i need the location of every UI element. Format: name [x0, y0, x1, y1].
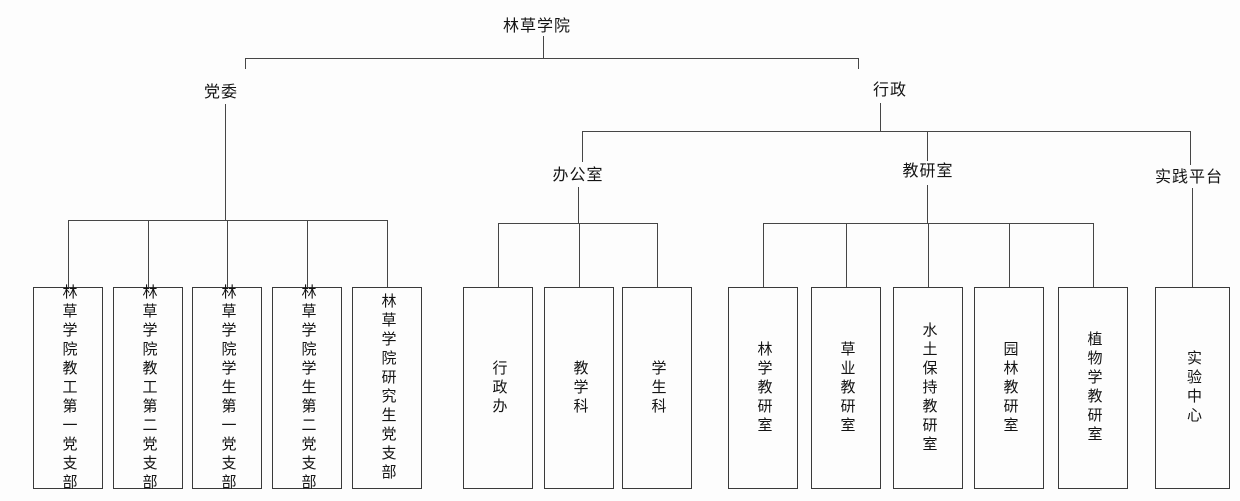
- box-party-branch-1: 林草学院教工第一党支部: [33, 284, 103, 493]
- box-party-branch-5: 林草学院研究生党支部: [352, 287, 422, 489]
- connector-root-bracket-right-tick: [858, 58, 859, 69]
- box-office-1: 行政办: [463, 287, 533, 489]
- connector-party-drop-5: [387, 220, 388, 287]
- box-label: 植物学教研室: [1085, 331, 1102, 445]
- connector-party-drop-4: [307, 220, 308, 287]
- box-label: 林草学院学生第二党支部: [299, 283, 316, 493]
- box-label: 林草学院学生第一党支部: [219, 283, 236, 493]
- box-label: 林草学院教工第二党支部: [140, 283, 157, 493]
- connector-office-tick: [582, 131, 583, 162]
- box-label: 水土保持教研室: [920, 321, 937, 455]
- connector-teaching-stem: [927, 185, 928, 223]
- box-label: 林草学院教工第一党支部: [60, 283, 77, 493]
- box-label: 实验中心: [1185, 350, 1201, 426]
- connector-office-bracket: [498, 223, 657, 224]
- box-party-branch-4: 林草学院学生第二党支部: [272, 284, 342, 493]
- connector-root-stem: [543, 36, 544, 58]
- box-label: 草业教研室: [838, 340, 855, 436]
- connector-teaching-drop-1: [763, 223, 764, 287]
- connector-teaching-drop-4: [1009, 223, 1010, 287]
- connector-office-drop-2: [579, 223, 580, 287]
- node-teaching-research: 教研室: [902, 163, 954, 180]
- box-practice-1: 实验中心: [1155, 287, 1230, 489]
- connector-office-drop-1: [498, 223, 499, 287]
- connector-teaching-drop-2: [846, 223, 847, 287]
- connector-party-drop-1: [68, 220, 69, 287]
- connector-office-drop-3: [657, 223, 658, 287]
- box-label: 林草学院研究生党支部: [379, 293, 396, 483]
- box-party-branch-3: 林草学院学生第一党支部: [192, 284, 262, 493]
- box-label: 学生科: [649, 359, 666, 417]
- box-teaching-4: 园林教研室: [974, 287, 1044, 489]
- box-label: 行政办: [490, 359, 507, 417]
- box-teaching-3: 水土保持教研室: [893, 287, 963, 489]
- connector-party-stem: [225, 104, 226, 220]
- box-teaching-2: 草业教研室: [811, 287, 881, 489]
- node-party: 党委: [203, 84, 239, 101]
- node-office: 办公室: [552, 167, 604, 184]
- box-label: 教学科: [571, 359, 588, 417]
- node-root: 林草学院: [502, 18, 572, 35]
- node-practice-platform: 实践平台: [1154, 169, 1224, 186]
- box-teaching-5: 植物学教研室: [1058, 287, 1128, 489]
- connector-teaching-tick: [927, 131, 928, 161]
- box-office-3: 学生科: [622, 287, 692, 489]
- box-party-branch-2: 林草学院教工第二党支部: [113, 284, 183, 493]
- box-teaching-1: 林学教研室: [728, 287, 798, 489]
- box-label: 园林教研室: [1001, 340, 1018, 436]
- connector-root-bracket: [245, 58, 858, 59]
- connector-teaching-drop-3: [928, 223, 929, 287]
- connector-office-stem: [578, 187, 579, 223]
- connector-practice-stem: [1192, 188, 1193, 287]
- connector-admin-stem: [880, 103, 881, 131]
- connector-teaching-drop-5: [1093, 223, 1094, 287]
- connector-practice-tick: [1190, 131, 1191, 165]
- connector-party-drop-3: [227, 220, 228, 287]
- connector-admin-bracket: [582, 131, 1190, 132]
- connector-party-drop-2: [148, 220, 149, 287]
- connector-root-bracket-left-tick: [245, 58, 246, 69]
- box-office-2: 教学科: [544, 287, 614, 489]
- node-admin: 行政: [872, 82, 908, 99]
- box-label: 林学教研室: [755, 340, 772, 436]
